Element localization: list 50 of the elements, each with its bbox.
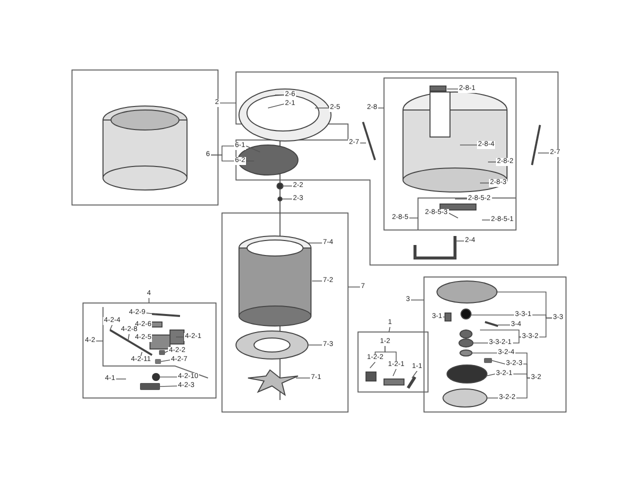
part-picture bbox=[152, 373, 160, 381]
leader-line bbox=[282, 198, 292, 200]
leader-line bbox=[454, 198, 468, 200]
leader-line bbox=[96, 340, 104, 342]
leader-line bbox=[388, 326, 390, 332]
part-picture bbox=[159, 350, 165, 355]
leader-line bbox=[160, 376, 178, 378]
leader-line bbox=[448, 212, 458, 218]
leader-line bbox=[274, 94, 284, 96]
leader-line bbox=[538, 152, 550, 154]
leader-line bbox=[498, 324, 510, 326]
leader-line bbox=[110, 324, 113, 330]
leader-line bbox=[146, 312, 156, 314]
leader-line bbox=[472, 342, 488, 344]
leader-line bbox=[446, 88, 458, 90]
leader-line bbox=[496, 292, 552, 318]
leader-line bbox=[160, 360, 170, 362]
leader-line bbox=[348, 286, 360, 288]
part-picture bbox=[484, 358, 492, 363]
leader-line bbox=[492, 360, 506, 364]
leader-line bbox=[512, 374, 530, 378]
leader-line bbox=[480, 330, 522, 338]
leader-line bbox=[148, 298, 150, 304]
leader-line bbox=[480, 182, 490, 184]
leader-line bbox=[246, 146, 260, 152]
leader-line bbox=[164, 350, 168, 353]
leader-line bbox=[360, 142, 366, 144]
leader-line bbox=[268, 104, 284, 108]
part-picture bbox=[140, 383, 160, 390]
leader-line bbox=[160, 386, 178, 387]
leader-line bbox=[308, 242, 322, 244]
leader-line bbox=[470, 314, 514, 316]
leader-line bbox=[220, 102, 236, 104]
leader-line bbox=[370, 362, 376, 368]
leader-line bbox=[456, 240, 464, 242]
leader-line bbox=[512, 336, 522, 344]
leader-line bbox=[312, 280, 322, 282]
leader-line bbox=[308, 344, 322, 346]
leader-line bbox=[412, 370, 418, 378]
leader-line bbox=[384, 346, 397, 362]
leader-line bbox=[516, 378, 530, 398]
leader-line bbox=[486, 374, 496, 376]
leader-line bbox=[392, 368, 397, 376]
leader-line bbox=[472, 352, 498, 354]
leader-line bbox=[460, 144, 478, 146]
leader-line bbox=[116, 378, 126, 380]
leader-line bbox=[128, 334, 130, 342]
leader-line bbox=[140, 352, 142, 356]
leader-line bbox=[210, 154, 234, 162]
part-picture bbox=[155, 359, 161, 364]
